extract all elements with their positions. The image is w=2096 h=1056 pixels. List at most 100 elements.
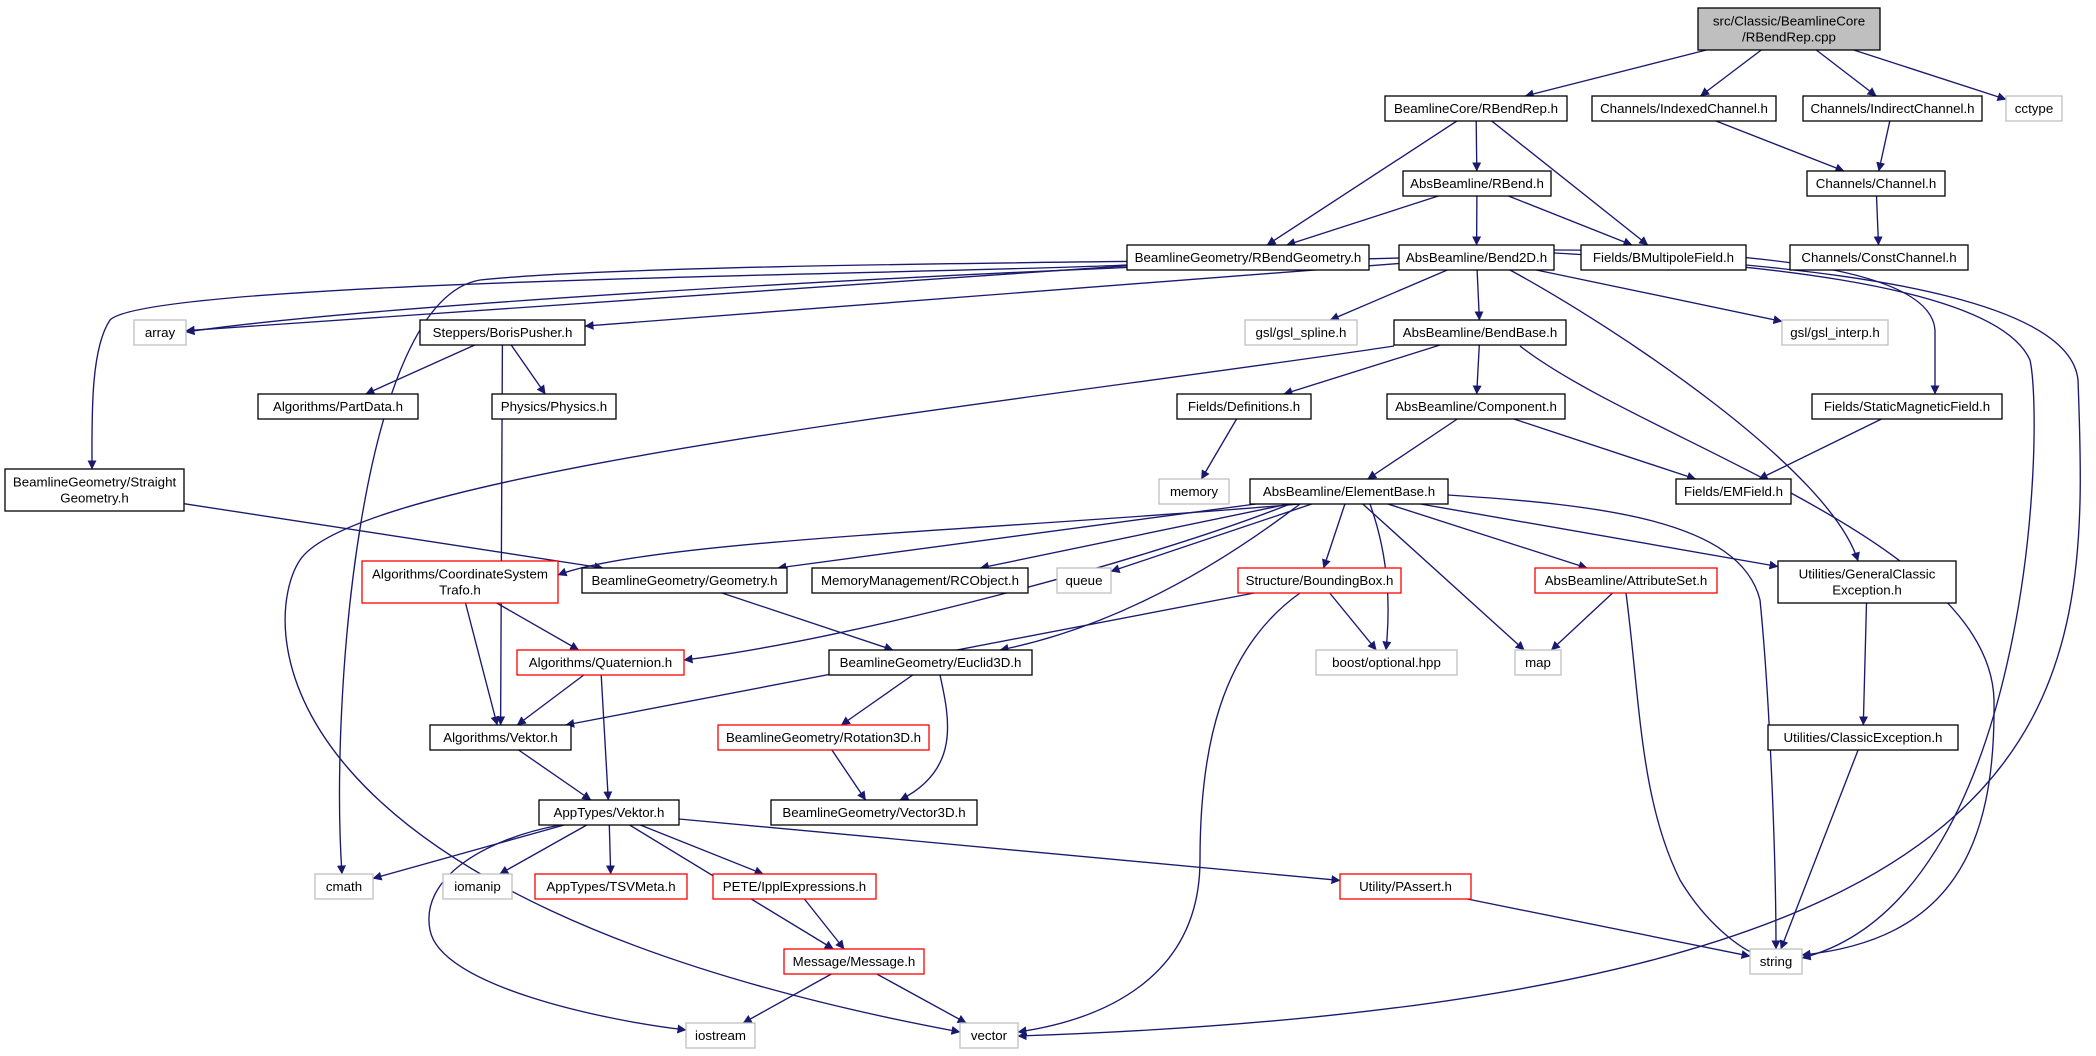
node-box xyxy=(1580,244,1747,271)
node-label: BeamlineGeometry/Straight xyxy=(13,475,177,490)
node-box xyxy=(1176,393,1312,420)
node-constch[interactable]: Channels/ConstChannel.h xyxy=(1789,244,1969,271)
node-bendbase[interactable]: AbsBeamline/BendBase.h xyxy=(1393,319,1567,346)
node-indexedch[interactable]: Channels/IndexedChannel.h xyxy=(1591,95,1777,122)
node-label: BeamlineGeometry/Vector3D.h xyxy=(782,805,965,820)
edge-channel-to-constch xyxy=(1873,195,1883,246)
node-rbend[interactable]: AbsBeamline/RBend.h xyxy=(1402,170,1552,197)
node-label: gsl/gsl_interp.h xyxy=(1790,325,1879,340)
node-label: AppTypes/Vektor.h xyxy=(554,805,665,820)
node-label: cmath xyxy=(326,879,362,894)
node-vector3d[interactable]: BeamlineGeometry/Vector3D.h xyxy=(770,799,978,826)
node-map[interactable]: map xyxy=(1514,649,1562,676)
node-gslspline[interactable]: gsl/gsl_spline.h xyxy=(1244,319,1358,346)
edge-ipplexpr-to-message xyxy=(803,898,845,950)
node-box xyxy=(1789,244,1969,271)
node-rcobject[interactable]: MemoryManagement/RCObject.h xyxy=(811,567,1029,594)
node-indirectch[interactable]: Channels/IndirectChannel.h xyxy=(1802,95,1983,122)
node-boundingbox[interactable]: Structure/BoundingBox.h xyxy=(1237,567,1402,594)
node-label: Fields/EMField.h xyxy=(1684,484,1783,499)
node-box xyxy=(1514,649,1562,676)
node-box xyxy=(361,560,559,604)
node-passert[interactable]: Utility/PAssert.h xyxy=(1339,873,1472,900)
node-label: Channels/ConstChannel.h xyxy=(1801,250,1956,265)
node-label: Utility/PAssert.h xyxy=(1359,879,1452,894)
node-label: boost/optional.hpp xyxy=(1332,655,1441,670)
node-component[interactable]: AbsBeamline/Component.h xyxy=(1386,393,1566,420)
node-label: AbsBeamline/RBend.h xyxy=(1410,176,1544,191)
node-label: Trafo.h xyxy=(439,583,481,598)
node-label: Utilities/GeneralClassic xyxy=(1799,567,1936,582)
node-label: Fields/Definitions.h xyxy=(1188,399,1300,414)
edge-message-to-iostream xyxy=(742,973,832,1024)
edge-rbendrep-to-bmultipole xyxy=(1491,120,1649,246)
edge-elementbase-to-geometry xyxy=(777,503,1256,572)
node-box xyxy=(828,649,1033,676)
node-label: PETE/IpplExpressions.h xyxy=(723,879,866,894)
edge-appvektor-to-passert xyxy=(678,818,1341,885)
edge-elementbase-to-map xyxy=(1362,503,1525,651)
node-label: Fields/BMultipoleField.h xyxy=(1593,250,1734,265)
node-rotation3d[interactable]: BeamlineGeometry/Rotation3D.h xyxy=(717,724,930,751)
node-attributeset[interactable]: AbsBeamline/AttributeSet.h xyxy=(1534,567,1718,594)
node-box xyxy=(1386,393,1566,420)
node-geometry[interactable]: BeamlineGeometry/Geometry.h xyxy=(581,567,788,594)
node-box xyxy=(1534,567,1718,594)
node-label: src/Classic/BeamlineCore xyxy=(1713,14,1865,29)
node-label: BeamlineGeometry/RBendGeometry.h xyxy=(1135,250,1362,265)
node-label: AbsBeamline/ElementBase.h xyxy=(1263,484,1435,499)
node-bmultipole[interactable]: Fields/BMultipoleField.h xyxy=(1580,244,1747,271)
node-label: Channels/IndirectChannel.h xyxy=(1810,101,1974,116)
node-string[interactable]: string xyxy=(1749,948,1803,975)
node-memory[interactable]: memory xyxy=(1158,478,1230,505)
edge-definitions-to-memory xyxy=(1200,418,1238,480)
node-box xyxy=(1393,319,1567,346)
node-appvektor[interactable]: AppTypes/Vektor.h xyxy=(538,799,680,826)
node-box xyxy=(133,319,187,346)
node-classicexc[interactable]: Utilities/ClassicException.h xyxy=(1767,724,1959,751)
node-channel[interactable]: Channels/Channel.h xyxy=(1806,170,1946,197)
node-box xyxy=(1811,393,2003,420)
node-box xyxy=(257,393,419,420)
node-bend2d[interactable]: AbsBeamline/Bend2D.h xyxy=(1398,244,1555,271)
node-boostoptional[interactable]: boost/optional.hpp xyxy=(1315,649,1458,676)
node-algvektor[interactable]: Algorithms/Vektor.h xyxy=(429,724,572,751)
node-ipplexpr[interactable]: PETE/IpplExpressions.h xyxy=(712,873,877,900)
node-emfield[interactable]: Fields/EMField.h xyxy=(1675,478,1792,505)
node-label: AbsBeamline/AttributeSet.h xyxy=(1545,573,1708,588)
node-physics[interactable]: Physics/Physics.h xyxy=(491,393,617,420)
node-cmath[interactable]: cmath xyxy=(314,873,374,900)
node-queue[interactable]: queue xyxy=(1056,567,1112,594)
node-message[interactable]: Message/Message.h xyxy=(783,948,925,975)
node-quaternion[interactable]: Algorithms/Quaternion.h xyxy=(516,649,685,676)
node-iomanip[interactable]: iomanip xyxy=(442,873,513,900)
node-root[interactable]: src/Classic/BeamlineCore/RBendRep.cpp xyxy=(1697,7,1881,51)
node-iostream[interactable]: iostream xyxy=(685,1022,756,1049)
node-elementbase[interactable]: AbsBeamline/ElementBase.h xyxy=(1249,478,1449,505)
edge-bend2d-to-gslinterp xyxy=(1536,269,1783,325)
node-borispusher[interactable]: Steppers/BorisPusher.h xyxy=(419,319,586,346)
node-cctype[interactable]: cctype xyxy=(2005,95,2063,122)
node-partdata[interactable]: Algorithms/PartData.h xyxy=(257,393,419,420)
node-box xyxy=(1249,478,1449,505)
nodes-layer: src/Classic/BeamlineCore/RBendRep.cppBea… xyxy=(4,7,2063,1049)
node-rbendrep[interactable]: BeamlineCore/RBendRep.h xyxy=(1384,95,1568,122)
node-array[interactable]: array xyxy=(133,319,187,346)
node-box xyxy=(314,873,374,900)
node-box xyxy=(1802,95,1983,122)
node-box xyxy=(1591,95,1777,122)
node-vector[interactable]: vector xyxy=(959,1022,1019,1049)
node-definitions[interactable]: Fields/Definitions.h xyxy=(1176,393,1312,420)
node-box xyxy=(1237,567,1402,594)
node-rbendgeom[interactable]: BeamlineGeometry/RBendGeometry.h xyxy=(1126,244,1370,271)
node-gslinterp[interactable]: gsl/gsl_interp.h xyxy=(1781,319,1889,346)
edge-genclassicexc-to-classicexc xyxy=(1859,602,1869,726)
edge-appvektor-to-iomanip xyxy=(499,824,588,875)
node-staticmag[interactable]: Fields/StaticMagneticField.h xyxy=(1811,393,2003,420)
node-tsvmeta[interactable]: AppTypes/TSVMeta.h xyxy=(534,873,688,900)
node-euclid3d[interactable]: BeamlineGeometry/Euclid3D.h xyxy=(828,649,1033,676)
